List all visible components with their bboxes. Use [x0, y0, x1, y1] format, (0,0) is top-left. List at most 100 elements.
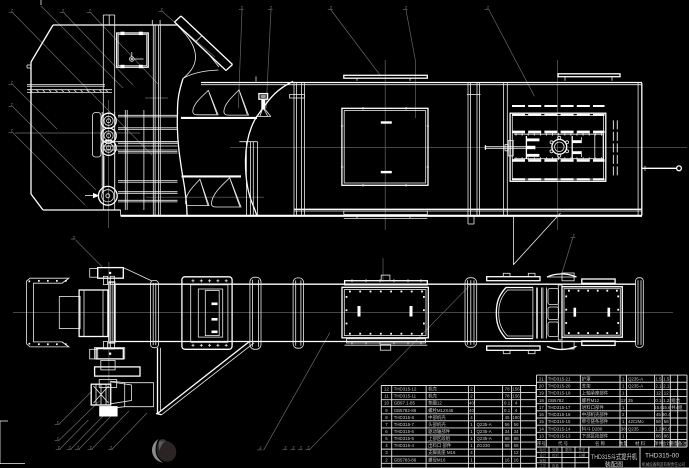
svg-text:180: 180 [512, 415, 520, 420]
svg-text:2: 2 [405, 6, 407, 10]
svg-text:审核: 审核 [539, 458, 546, 463]
svg-text:2: 2 [58, 446, 60, 450]
svg-text:90.4: 90.4 [662, 412, 671, 417]
svg-text:上轴承座部件: 上轴承座部件 [582, 390, 609, 397]
svg-text:2.1: 2.1 [655, 383, 662, 388]
svg-text:代 号: 代 号 [558, 440, 569, 447]
svg-text:9: 9 [385, 408, 388, 413]
svg-text:校对: 校对 [552, 453, 559, 458]
svg-text:42CrMo: 42CrMo [628, 419, 644, 424]
svg-text:5: 5 [385, 436, 388, 441]
svg-text:头部机壳: 头部机壳 [428, 421, 446, 428]
svg-text:批准: 批准 [552, 463, 559, 468]
svg-text:19: 19 [539, 391, 544, 396]
svg-text:4: 4 [385, 443, 388, 448]
svg-text:2: 2 [259, 446, 261, 450]
svg-text:156: 156 [512, 394, 520, 399]
svg-text:2: 2 [57, 421, 59, 425]
svg-text:共4组: 共4组 [671, 404, 683, 411]
svg-text:88: 88 [505, 436, 510, 441]
svg-text:4: 4 [515, 401, 518, 406]
svg-text:2: 2 [270, 6, 272, 10]
svg-text:THD315-00: THD315-00 [645, 453, 679, 460]
svg-text:78: 78 [505, 387, 510, 392]
svg-text:1.5: 1.5 [663, 376, 670, 381]
svg-text:10: 10 [384, 401, 389, 406]
svg-text:备注: 备注 [678, 440, 687, 447]
svg-text:56: 56 [656, 419, 661, 424]
svg-text:更改: 更改 [565, 447, 572, 452]
svg-text:86: 86 [656, 434, 661, 439]
svg-text:进料口部件: 进料口部件 [582, 404, 605, 411]
svg-text:支脚底座 M16: 支脚底座 M16 [428, 449, 456, 456]
svg-text:THD315-5: THD315-5 [394, 436, 415, 441]
svg-text:2: 2 [622, 412, 625, 417]
svg-text:45: 45 [505, 415, 510, 420]
svg-text:18: 18 [539, 398, 544, 403]
svg-text:序号: 序号 [537, 440, 546, 447]
svg-text:Q235-A: Q235-A [477, 422, 492, 427]
svg-text:THD315-21: THD315-21 [548, 376, 571, 381]
svg-text:Q235-A: Q235-A [628, 383, 643, 388]
svg-text:12: 12 [656, 391, 661, 396]
svg-text:机壳: 机壳 [428, 393, 437, 400]
svg-text:THD315-15: THD315-15 [548, 419, 571, 424]
svg-text:2: 2 [161, 8, 163, 12]
svg-text:2: 2 [77, 446, 79, 450]
svg-text:0.1: 0.1 [655, 398, 662, 403]
svg-text:68: 68 [505, 443, 510, 448]
svg-text:16: 16 [505, 457, 510, 462]
svg-text:机壳: 机壳 [428, 386, 437, 393]
svg-text:THD315-8: THD315-8 [394, 415, 415, 420]
svg-text:支架: 支架 [582, 382, 591, 389]
svg-text:15: 15 [539, 419, 544, 424]
svg-text:GB5782-86: GB5782-86 [394, 408, 417, 413]
svg-text:GB5783-86: GB5783-86 [394, 457, 417, 462]
svg-text:螺母M16: 螺母M16 [428, 456, 446, 463]
svg-text:2: 2 [90, 446, 92, 450]
svg-text:15.6: 15.6 [662, 405, 671, 410]
svg-text:34: 34 [505, 429, 510, 434]
svg-text:2: 2 [11, 129, 13, 133]
svg-text:机械设备制造有限责任公司: 机械设备制造有限责任公司 [642, 461, 685, 468]
svg-text:1: 1 [470, 436, 473, 441]
svg-text:56: 56 [514, 422, 519, 427]
svg-text:14: 14 [539, 426, 544, 431]
svg-text:12: 12 [664, 391, 669, 396]
svg-text:45.6: 45.6 [662, 426, 671, 431]
svg-text:下部区段部件: 下部区段部件 [582, 433, 609, 440]
svg-text:1: 1 [470, 457, 473, 462]
svg-text:GB5782: GB5782 [548, 398, 565, 403]
svg-text:THD315-20: THD315-20 [548, 383, 571, 388]
svg-text:THD315-4: THD315-4 [394, 443, 415, 448]
svg-text:1: 1 [622, 376, 625, 381]
svg-text:THD315斗式提升机: THD315斗式提升机 [591, 452, 637, 461]
svg-text:38: 38 [621, 426, 626, 431]
svg-text:螺栓M12X45: 螺栓M12X45 [428, 407, 454, 414]
svg-text:2: 2 [285, 446, 287, 450]
svg-text:设计: 设计 [539, 453, 546, 458]
svg-text:THD315-13: THD315-13 [548, 434, 571, 439]
svg-text:2: 2 [241, 6, 243, 10]
svg-text:THD315-7: THD315-7 [394, 422, 415, 427]
svg-text:THD315-6: THD315-6 [394, 429, 415, 434]
svg-text:工艺: 工艺 [539, 463, 546, 468]
svg-text:单件: 单件 [654, 440, 663, 447]
svg-text:35: 35 [628, 398, 633, 403]
svg-text:88: 88 [514, 436, 519, 441]
svg-text:1: 1 [470, 422, 473, 427]
svg-text:1.2: 1.2 [663, 398, 670, 403]
svg-text:THD315-19: THD315-19 [548, 391, 571, 396]
svg-text:驱动轴部件: 驱动轴部件 [428, 428, 451, 435]
svg-text:1.5: 1.5 [655, 376, 662, 381]
svg-text:16: 16 [514, 457, 519, 462]
svg-text:GB97.1-85: GB97.1-85 [394, 401, 416, 406]
svg-text:12: 12 [621, 398, 626, 403]
svg-text:THD315-11: THD315-11 [394, 394, 417, 399]
svg-text:2: 2 [62, 9, 64, 13]
svg-text:出料口 部件: 出料口 部件 [428, 442, 452, 449]
svg-text:68: 68 [514, 443, 519, 448]
svg-text:17: 17 [539, 405, 544, 410]
svg-text:ZG230: ZG230 [477, 443, 491, 448]
svg-text:2: 2 [73, 235, 75, 239]
